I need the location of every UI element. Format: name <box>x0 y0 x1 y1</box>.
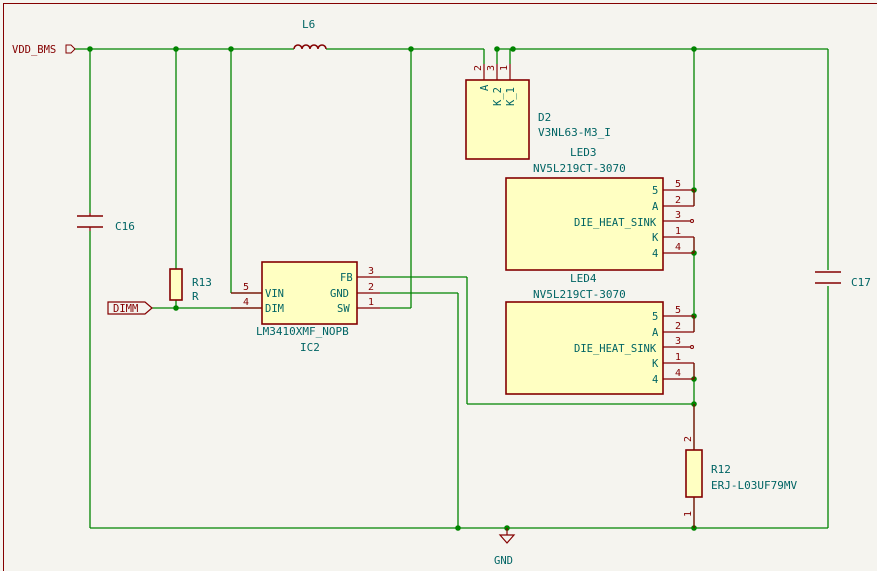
led3-pin-a-name: A <box>652 201 659 213</box>
ic2-pin-2-number: 2 <box>368 282 374 293</box>
ic2-pin-1-number: 1 <box>368 297 374 308</box>
sheet-border <box>3 3 877 571</box>
led3-pin-4-name: 4 <box>652 248 658 260</box>
resistor-r12[interactable]: 2 1 R12 ERJ-L03UF79MV <box>683 404 797 528</box>
resistor-r13[interactable]: R13 R <box>169 268 212 303</box>
net-dimm[interactable]: DIMM <box>107 301 153 315</box>
l6-ref: L6 <box>302 18 315 31</box>
c17-ref: C17 <box>851 276 871 289</box>
led4-pin-2-number: 2 <box>675 321 681 332</box>
ic2-pin-5-number: 5 <box>243 282 249 293</box>
led4-value: NV5L219CT-3070 <box>533 288 626 301</box>
d2-pin-k1-name: K_1 <box>505 87 517 106</box>
led4[interactable]: LED4 NV5L219CT-3070 5 A DIE_HEAT_SINK K … <box>505 272 695 395</box>
net-vdd-bms[interactable]: VDD_BMS <box>12 44 76 56</box>
net-vdd-bms-label: VDD_BMS <box>12 44 56 56</box>
led4-pin-1-number: 1 <box>675 352 681 363</box>
led4-pin-4-number: 4 <box>675 368 681 379</box>
net-dimm-label: DIMM <box>113 303 138 315</box>
gnd-label: GND <box>494 555 513 567</box>
ic2-pin-4-number: 4 <box>243 297 249 308</box>
d2-pin-a-name: A <box>479 84 491 91</box>
d2-pin-3-number: 3 <box>486 65 497 71</box>
capacitor-c17[interactable]: C17 <box>815 271 871 289</box>
diode-d2[interactable]: 2 3 1 A K_2 K_1 D2 V3NL63-M3_I <box>465 64 611 160</box>
led3-pin-k-name: K <box>652 232 659 244</box>
led4-pin-5-name: 5 <box>652 311 658 323</box>
led3-ref: LED3 <box>570 146 597 159</box>
ic2-pin-gnd-name: GND <box>330 288 349 300</box>
led3-pin-4-number: 4 <box>675 242 681 253</box>
d2-pin-k2-name: K_2 <box>492 87 504 106</box>
led4-ref: LED4 <box>570 272 597 285</box>
d2-pin-2-number: 2 <box>473 65 484 71</box>
junctions <box>87 46 697 531</box>
gnd-symbol[interactable]: GND <box>494 528 516 567</box>
d2-ref: D2 <box>538 111 551 124</box>
led3-pin-5-number: 5 <box>675 179 681 190</box>
r12-ref: R12 <box>711 463 731 476</box>
ic2-pin-fb-name: FB <box>340 272 353 284</box>
led4-pin-die-heat-sink-name: DIE_HEAT_SINK <box>574 343 657 355</box>
led3-pin-5-name: 5 <box>652 185 658 197</box>
ic2-pin-sw-name: SW <box>337 303 350 315</box>
led4-pin-5-number: 5 <box>675 305 681 316</box>
ic2-lm3410[interactable]: 5 VIN 4 DIM 3 FB 2 GND 1 SW LM3410XMF_NO… <box>231 261 380 354</box>
led4-pin-k-name: K <box>652 358 659 370</box>
ic2-pin-dim-name: DIM <box>265 303 284 315</box>
led4-pin-3-number: 3 <box>675 336 681 347</box>
r12-pin-1-number: 1 <box>683 511 694 517</box>
c16-ref: C16 <box>115 220 135 233</box>
wires <box>74 48 829 529</box>
led4-pin-a-name: A <box>652 327 659 339</box>
led3-pin-2-number: 2 <box>675 195 681 206</box>
inductor-l6[interactable]: L6 <box>293 18 327 50</box>
ic2-pin-vin-name: VIN <box>265 288 284 300</box>
led3[interactable]: LED3 NV5L219CT-3070 5 A DIE_HEAT_SINK K … <box>505 146 695 271</box>
d2-pin-1-number: 1 <box>499 65 510 71</box>
led3-pin-die-heat-sink-name: DIE_HEAT_SINK <box>574 217 657 229</box>
r13-value: R <box>192 290 199 303</box>
led3-value: NV5L219CT-3070 <box>533 162 626 175</box>
ic2-ref: IC2 <box>300 341 320 354</box>
led3-pin-3-number: 3 <box>675 210 681 221</box>
ic2-value: LM3410XMF_NOPB <box>256 325 349 338</box>
r12-value: ERJ-L03UF79MV <box>711 479 797 492</box>
capacitor-c16[interactable]: C16 <box>77 213 135 233</box>
r13-ref: R13 <box>192 276 212 289</box>
r12-pin-2-number: 2 <box>683 436 694 442</box>
d2-value: V3NL63-M3_I <box>538 126 611 139</box>
led3-pin-1-number: 1 <box>675 226 681 237</box>
led4-pin-4-name: 4 <box>652 374 658 386</box>
ic2-pin-3-number: 3 <box>368 266 374 277</box>
